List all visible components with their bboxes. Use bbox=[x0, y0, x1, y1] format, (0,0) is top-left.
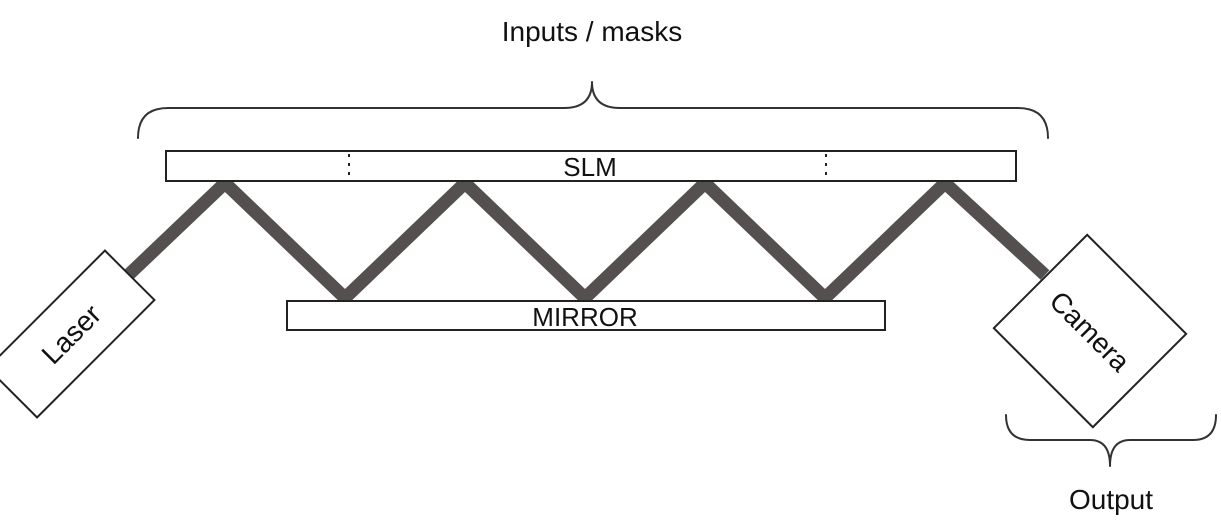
laser-box bbox=[0, 249, 156, 419]
output-brace bbox=[1005, 414, 1217, 467]
output-label: Output bbox=[1069, 484, 1153, 515]
mirror-label: MIRROR bbox=[532, 302, 637, 332]
camera-box bbox=[992, 233, 1188, 429]
slm-box bbox=[165, 150, 1017, 182]
inputs-brace bbox=[137, 81, 1049, 139]
inputs-masks-label: Inputs / masks bbox=[502, 16, 683, 47]
laser-source: Laser bbox=[0, 249, 156, 419]
camera-detector: Camera bbox=[992, 233, 1188, 429]
mirror-box bbox=[286, 300, 886, 331]
slm-label: SLM bbox=[563, 152, 616, 182]
light-beam bbox=[115, 173, 1050, 308]
